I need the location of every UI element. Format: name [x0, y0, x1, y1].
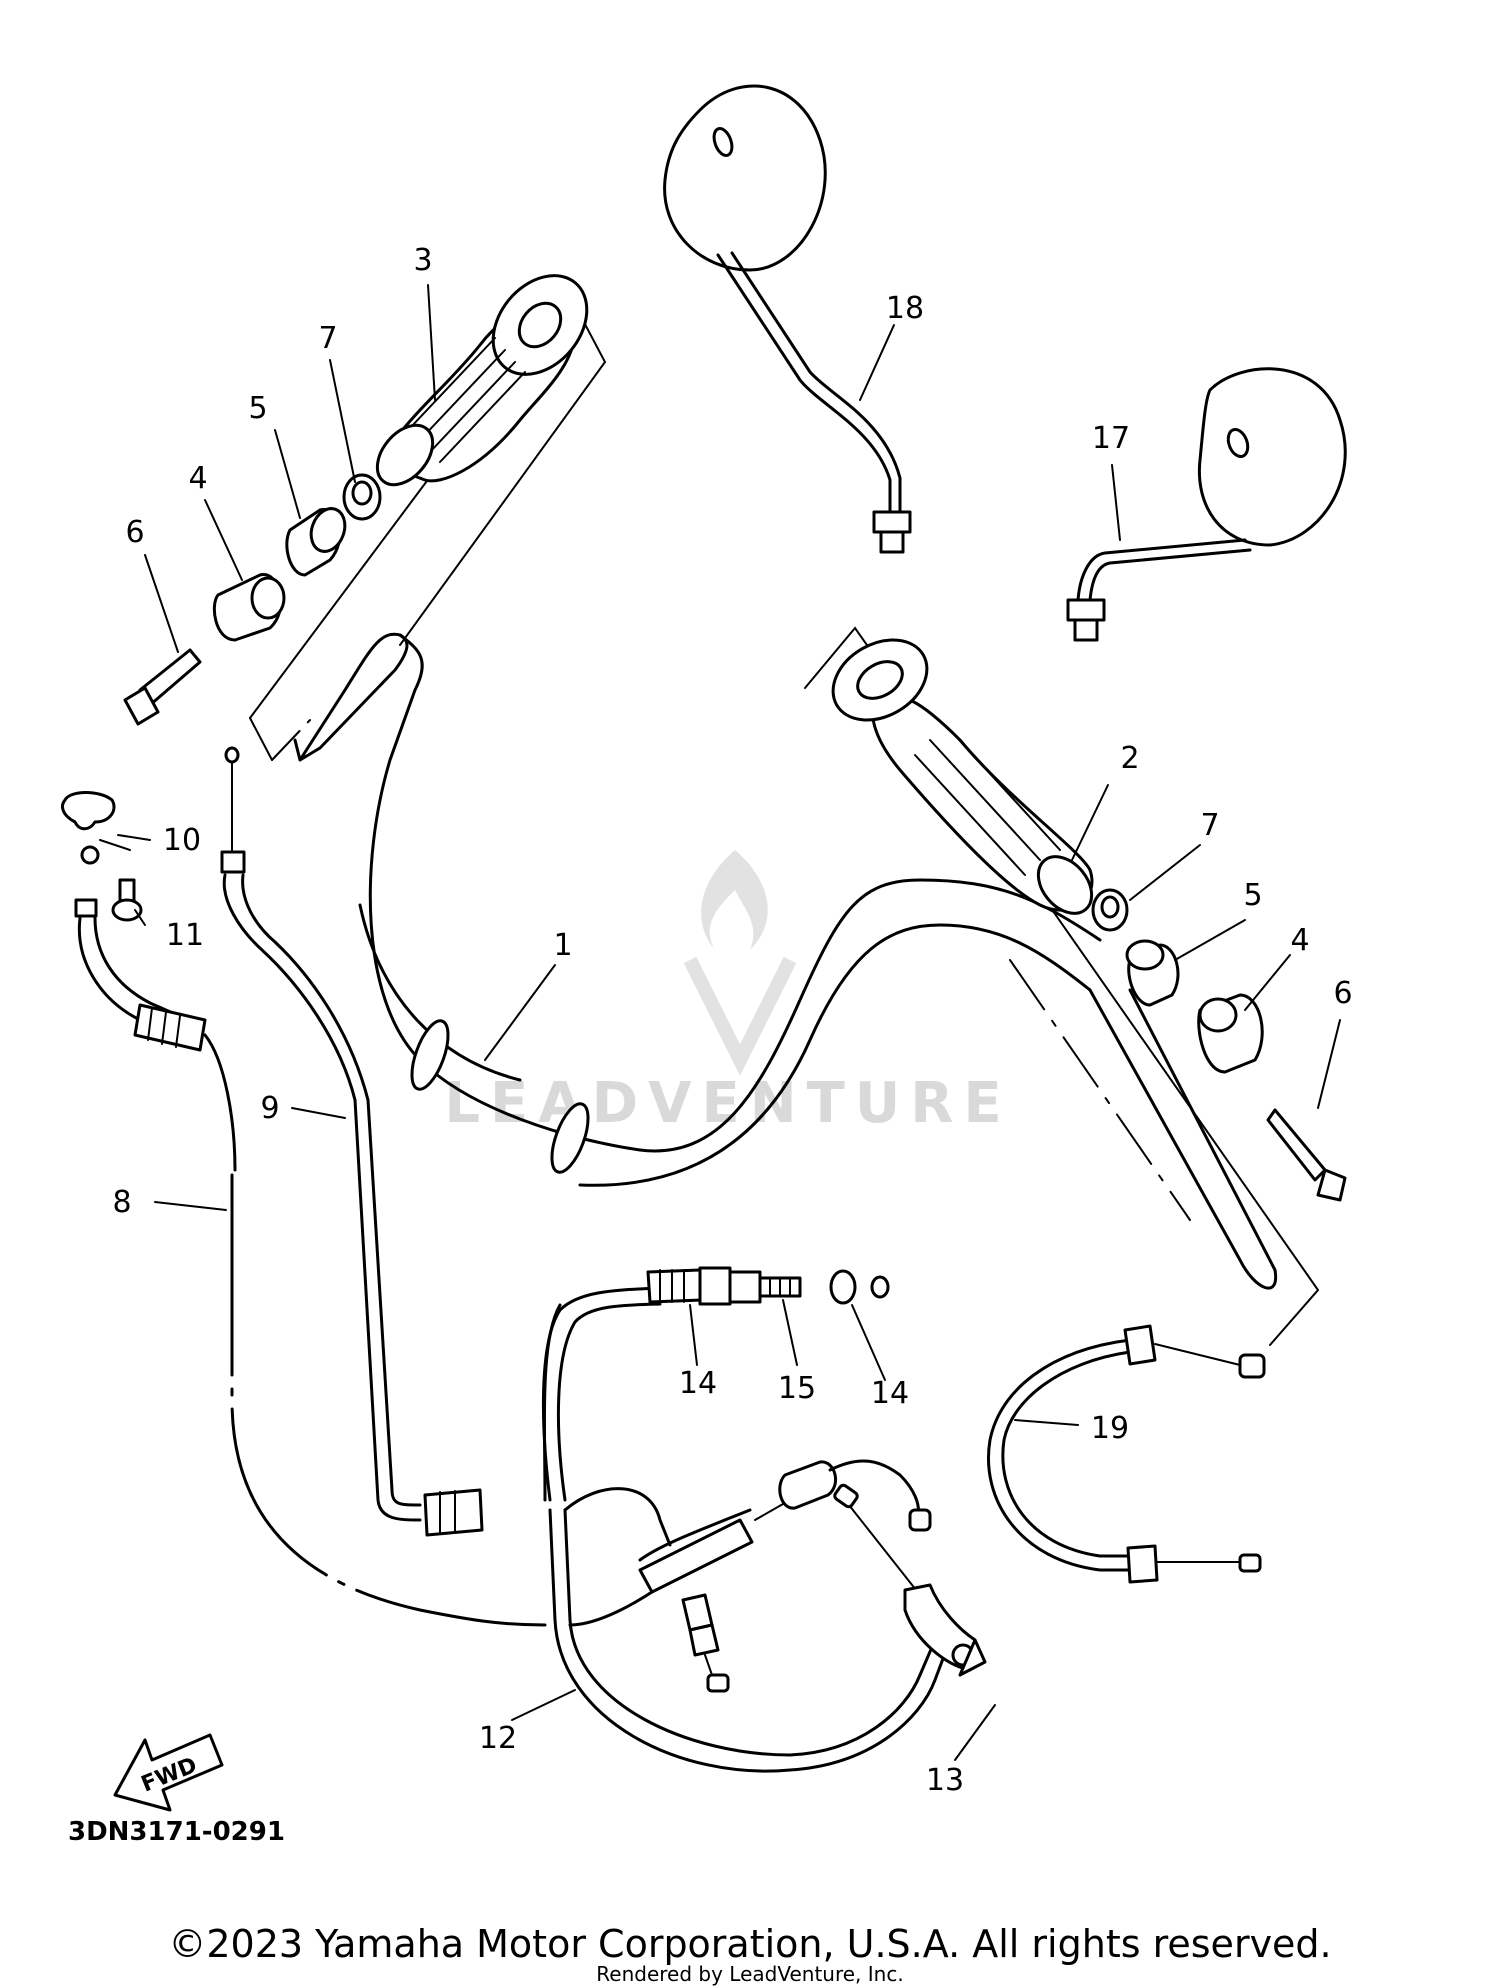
part-10-washer: [61, 791, 131, 851]
callout-18: 18: [886, 291, 924, 326]
left-grip-frame: [249, 290, 607, 761]
mirror-18: [663, 84, 912, 554]
callout-6-left: 6: [125, 515, 144, 550]
throttle-cable-9: [220, 746, 484, 1537]
right-weight-4: [1197, 993, 1264, 1074]
callout-4-right: 4: [1290, 923, 1309, 958]
left-bolt-6: [123, 648, 202, 726]
callout-9: 9: [260, 1091, 279, 1126]
callout-6-right: 6: [1333, 976, 1352, 1011]
callout-16: 15: [778, 1371, 816, 1406]
watermark: LEADVENTURE: [444, 850, 1011, 1136]
callout-10: 10: [163, 823, 201, 858]
watermark-text: LEADVENTURE: [444, 1071, 1011, 1136]
callout-7-left: 7: [318, 321, 337, 356]
right-bolt-6: [1266, 1108, 1347, 1202]
cable-19: [987, 1324, 1266, 1584]
leader-lines: [117, 284, 1341, 1761]
callout-11: 11: [166, 918, 204, 953]
callout-13: 13: [926, 1763, 964, 1798]
diagram-code: 3DN3171-0291: [68, 1817, 285, 1847]
callouts: 3 7 5 4 6 10 11 8 9 1 2 7 5 4 6 18 17 19…: [112, 243, 1352, 1798]
left-weight-4: [212, 573, 286, 642]
left-grip: [375, 274, 589, 487]
callout-4-left: 4: [188, 461, 207, 496]
rendered-by-credit: Rendered by LeadVenture, Inc.: [596, 1962, 904, 1986]
callout-7-right: 7: [1200, 808, 1219, 843]
fwd-arrow: FWD: [113, 1733, 224, 1812]
handlebar: [293, 632, 1278, 1290]
right-grip-frame: [804, 626, 1320, 1346]
callout-8: 8: [112, 1185, 131, 1220]
callout-5-right: 5: [1243, 878, 1262, 913]
callout-15: 14: [871, 1376, 909, 1411]
callout-12: 12: [479, 1721, 517, 1756]
callout-3: 3: [413, 243, 432, 278]
callout-19: 19: [1091, 1411, 1129, 1446]
left-spacer-5: [285, 507, 347, 577]
right-grip: [831, 638, 1094, 915]
callout-14: 14: [679, 1366, 717, 1401]
part-11-screw: [111, 878, 143, 922]
callout-2: 2: [1120, 741, 1139, 776]
copyright-notice: ©2023 Yamaha Motor Corporation, U.S.A. A…: [168, 1922, 1332, 1966]
callout-5-left: 5: [248, 391, 267, 426]
left-collar-7: [342, 473, 382, 521]
cable-adjuster: [542, 1266, 890, 1502]
clutch-cable-8: [74, 845, 657, 1627]
right-spacer-5: [1125, 939, 1180, 1007]
mirror-17: [1066, 367, 1347, 642]
cable-12: [541, 1286, 987, 1773]
callout-17: 17: [1092, 421, 1130, 456]
callout-1: 1: [553, 928, 572, 963]
right-collar-7: [1091, 888, 1129, 932]
